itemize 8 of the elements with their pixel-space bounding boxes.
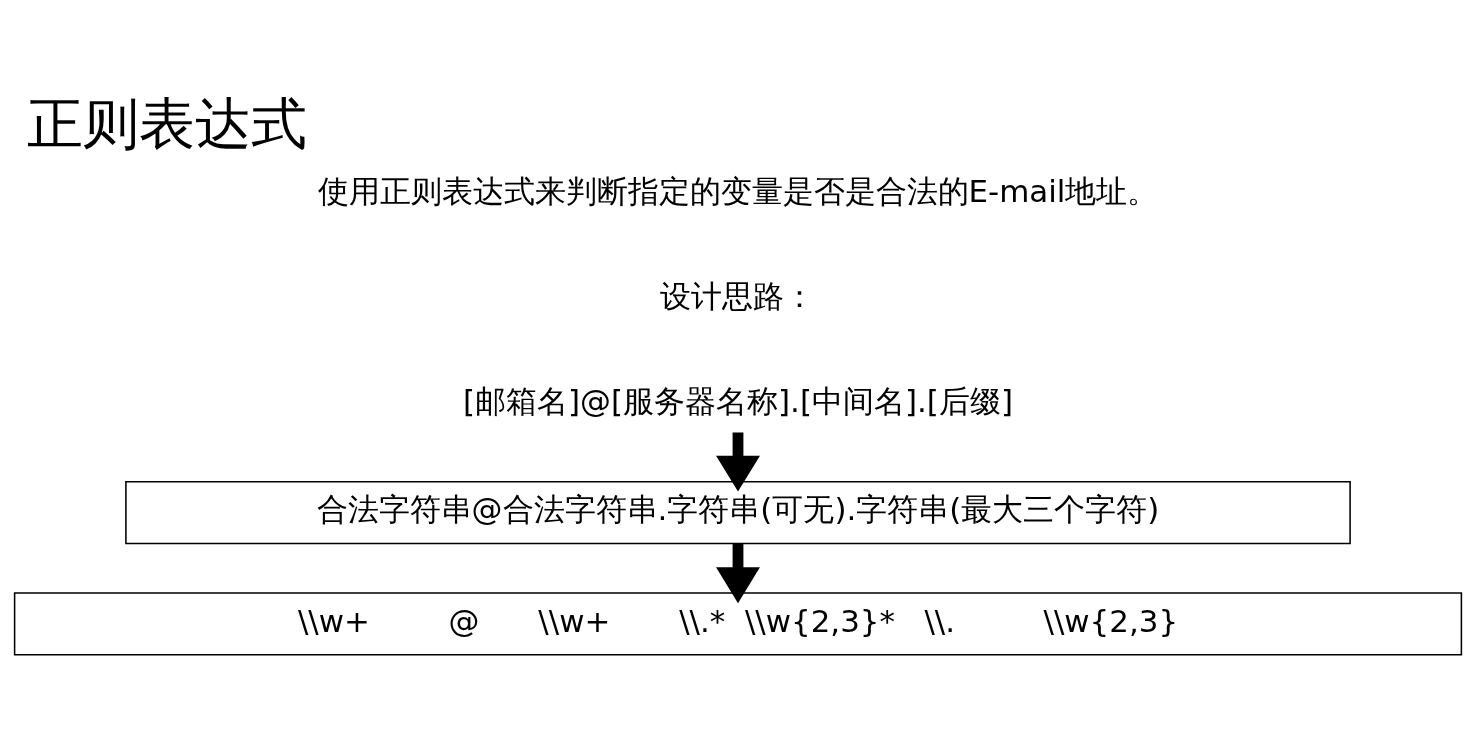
node-box: 合法字符串@合法字符串.字符串(可无).字符串(最大三个字符) xyxy=(125,480,1351,544)
diagram-title: 正则表达式 xyxy=(26,90,307,156)
label: 使用正则表达式来判断指定的变量是否是合法的E-mail地址。 xyxy=(317,172,1159,209)
node-box: \\w+ @ \\w+ \\.* \\w{2,3}* \\. \\w{2,3} xyxy=(13,591,1463,656)
arrow xyxy=(716,543,760,603)
label: 设计思路： xyxy=(660,277,816,314)
node-text: [邮箱名]@[服务器名称].[中间名].[后缀] xyxy=(462,382,1014,419)
arrow xyxy=(716,432,760,492)
